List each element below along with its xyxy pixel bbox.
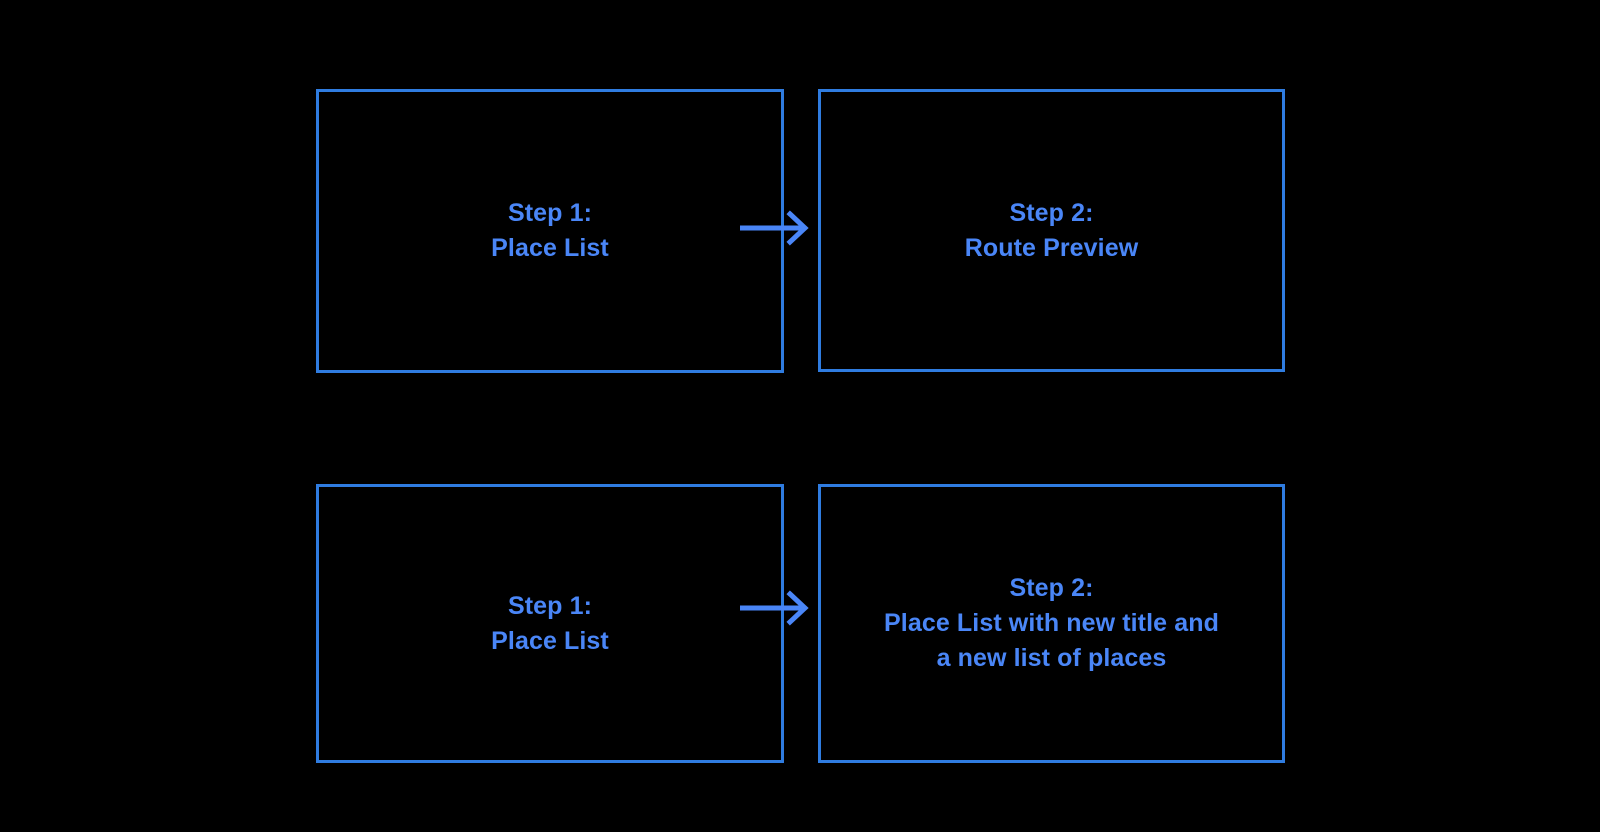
flow-node-step2-route-preview[interactable]: Step 2: Route Preview	[818, 89, 1285, 372]
flow-node-label: Step 1: Place List	[491, 199, 609, 262]
flow-node-label: Step 2: Route Preview	[964, 198, 1139, 262]
arrow-right-icon-top	[738, 210, 810, 246]
flow-node-step1-place-list-bottom[interactable]: Step 1: Place List	[316, 484, 784, 763]
flow-node-label: Step 2: Place List with new title and a …	[884, 574, 1219, 672]
flow-node-step2-place-list-updated[interactable]: Step 2: Place List with new title and a …	[818, 484, 1285, 763]
flow-node-step1-place-list-top[interactable]: Step 1: Place List	[316, 89, 784, 373]
flow-node-label: Step 1: Place List	[491, 591, 609, 655]
arrow-right-icon-bottom	[738, 590, 810, 626]
